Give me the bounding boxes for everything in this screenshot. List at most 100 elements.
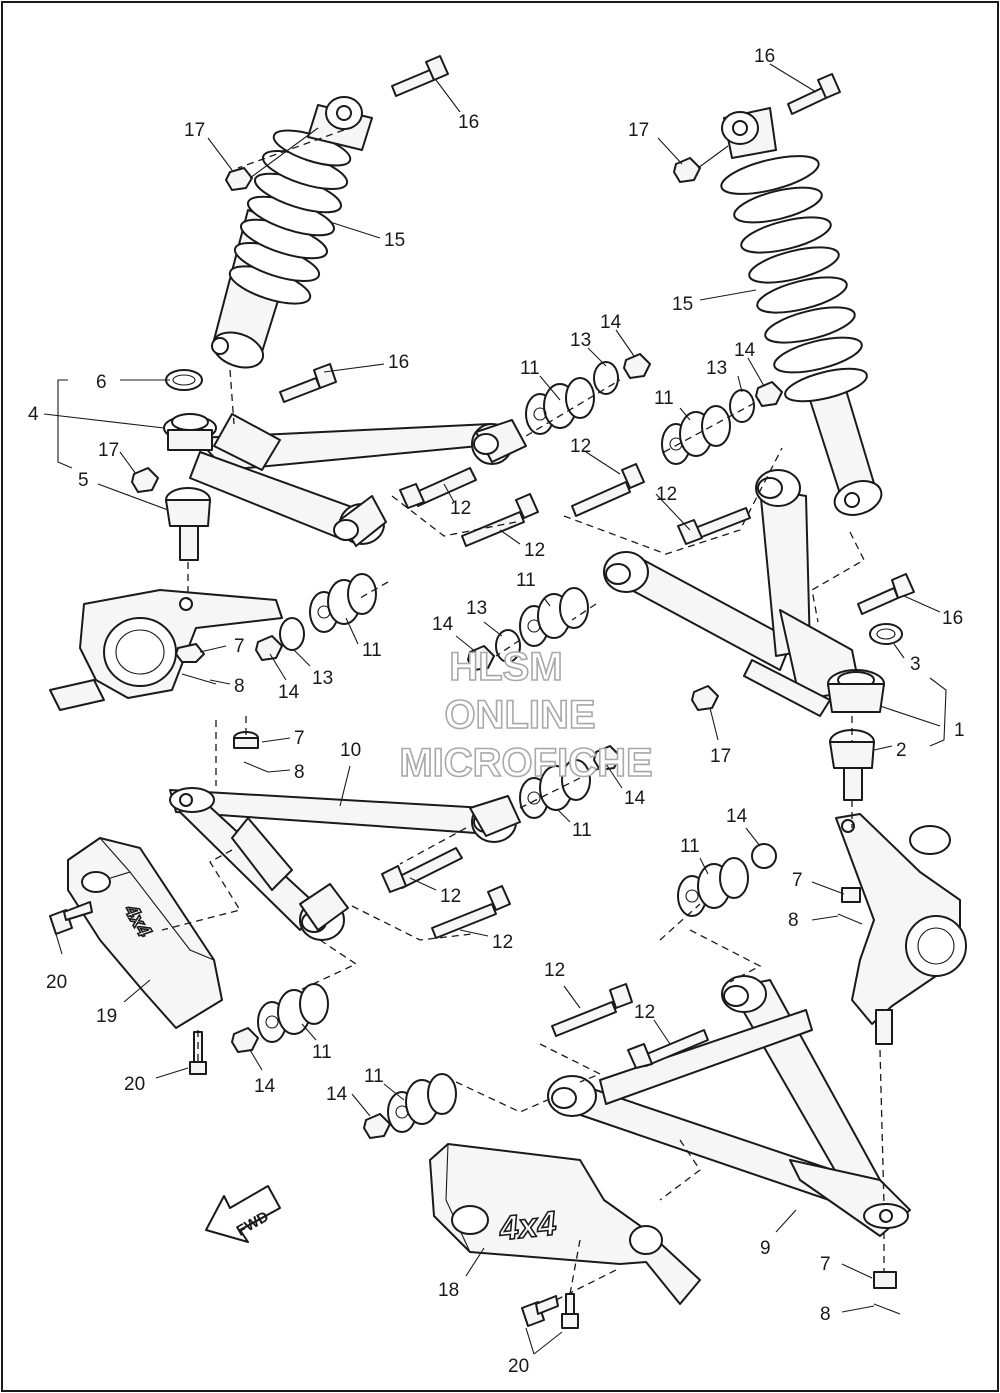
nut-17-mid-left: [131, 467, 159, 493]
callout-11: 11: [680, 836, 700, 857]
callout-12: 12: [634, 1002, 655, 1023]
callout-13: 13: [312, 668, 333, 689]
callout-1: 1: [954, 720, 965, 741]
washer-13-lower-upper-right: [495, 629, 521, 663]
callout-11: 11: [572, 820, 592, 841]
callout-17: 17: [184, 120, 205, 141]
bolt-16-top-right: [787, 73, 841, 115]
guard-18: 4x4: [429, 1143, 701, 1305]
callout-11: 11: [520, 358, 540, 379]
bushing-11-lower-right-front: [677, 857, 749, 917]
callout-labels: 16 17 15 16 17 15 6 16 4 17 5 11 13 14 1…: [28, 46, 965, 1377]
assembly-lines: [161, 129, 885, 1301]
washer-13-upper-left: [593, 361, 619, 395]
callout-12: 12: [450, 498, 471, 519]
callout-12: 12: [440, 886, 461, 907]
bushing-11-lower-left-rear: [519, 759, 591, 819]
bolt-20-lower-left: [189, 1031, 207, 1075]
nut-14-lower-right-rear: [363, 1113, 391, 1139]
callout-11: 11: [312, 1042, 332, 1063]
shock-absorber-right: [720, 107, 883, 516]
nut-14-lower-upper-right: [467, 645, 495, 671]
callout-20: 20: [46, 972, 67, 993]
washer-13-upper-right: [729, 389, 755, 423]
callout-10: 10: [340, 740, 361, 761]
callout-14: 14: [254, 1076, 276, 1097]
bolt-20-left: [49, 901, 93, 935]
bolt-16-top-left: [391, 55, 449, 97]
guard-19: 4x4: [67, 837, 223, 1029]
leader-lines: [43, 63, 947, 1355]
callout-13: 13: [706, 358, 727, 379]
callout-12: 12: [570, 436, 591, 457]
callout-11: 11: [362, 640, 382, 661]
callout-14: 14: [432, 614, 454, 635]
callout-8: 8: [294, 762, 305, 783]
callout-2: 2: [896, 740, 907, 761]
upper-arm-right: [603, 469, 885, 717]
knuckle-right: [835, 813, 967, 1045]
bolt-20-bottom-a: [521, 1295, 559, 1327]
callout-12: 12: [544, 960, 565, 981]
bushing-11-lower-left-front: [257, 983, 329, 1043]
nut-7-upper: [233, 731, 269, 773]
callout-17: 17: [98, 440, 119, 461]
bolts-12-upper-right: [571, 463, 751, 545]
callout-14: 14: [326, 1084, 348, 1105]
bushing-11-upper-left: [525, 377, 595, 435]
callout-19: 19: [96, 1006, 117, 1027]
nut-14-lower-upper-left: [255, 635, 283, 661]
callout-14: 14: [734, 340, 756, 361]
bushing-11-lower-upper-right: [519, 587, 589, 647]
callout-15: 15: [672, 294, 693, 315]
callout-16: 16: [458, 112, 479, 133]
callout-14: 14: [726, 806, 748, 827]
upper-arm-left: [163, 413, 527, 547]
circlip-6: [165, 369, 203, 391]
shock-absorber-left: [211, 96, 373, 369]
bolt-20-bottom-b: [561, 1293, 579, 1329]
ball-joint-5: [165, 487, 211, 561]
bolts-12-upper-left: [399, 467, 539, 547]
callout-15: 15: [384, 230, 405, 251]
callout-7: 7: [234, 636, 245, 657]
callout-16: 16: [942, 608, 963, 629]
callout-12: 12: [656, 484, 677, 505]
callout-12: 12: [524, 540, 545, 561]
callout-18: 18: [438, 1280, 459, 1301]
bolt-16-mid-right: [857, 573, 915, 615]
callout-13: 13: [570, 330, 591, 351]
callout-14: 14: [624, 788, 646, 809]
callout-20: 20: [124, 1074, 145, 1095]
knuckle-left: [49, 589, 283, 711]
callout-8: 8: [788, 910, 799, 931]
callout-16: 16: [388, 352, 409, 373]
callout-3: 3: [910, 654, 921, 675]
callout-12: 12: [492, 932, 513, 953]
nut-14-upper-right: [755, 381, 783, 407]
watermark-line-2: ONLINE: [444, 693, 595, 737]
callout-14: 14: [278, 682, 300, 703]
lower-arm-right: [547, 975, 911, 1237]
callout-11: 11: [516, 570, 536, 591]
watermark: HLSM ONLINE MICROFICHE: [399, 644, 654, 786]
callout-7: 7: [294, 728, 305, 749]
callout-11: 11: [654, 388, 674, 409]
callout-17: 17: [710, 746, 731, 767]
nut-7-right: [837, 887, 863, 925]
bolts-12-lower-right: [551, 983, 709, 1069]
callout-4: 4: [28, 404, 39, 425]
nut-17-top-left: [225, 127, 319, 191]
callout-5: 5: [78, 470, 89, 491]
nut-14-lower-left-rear: [593, 745, 621, 771]
forward-arrow-icon: FWD: [205, 1185, 281, 1243]
lower-arm-left: [169, 787, 521, 941]
callout-13: 13: [466, 598, 487, 619]
callout-17: 17: [628, 120, 649, 141]
callout-7: 7: [820, 1254, 831, 1275]
callout-14: 14: [600, 312, 622, 333]
nut-7-bottom: [873, 1271, 901, 1315]
callout-16: 16: [754, 46, 775, 67]
